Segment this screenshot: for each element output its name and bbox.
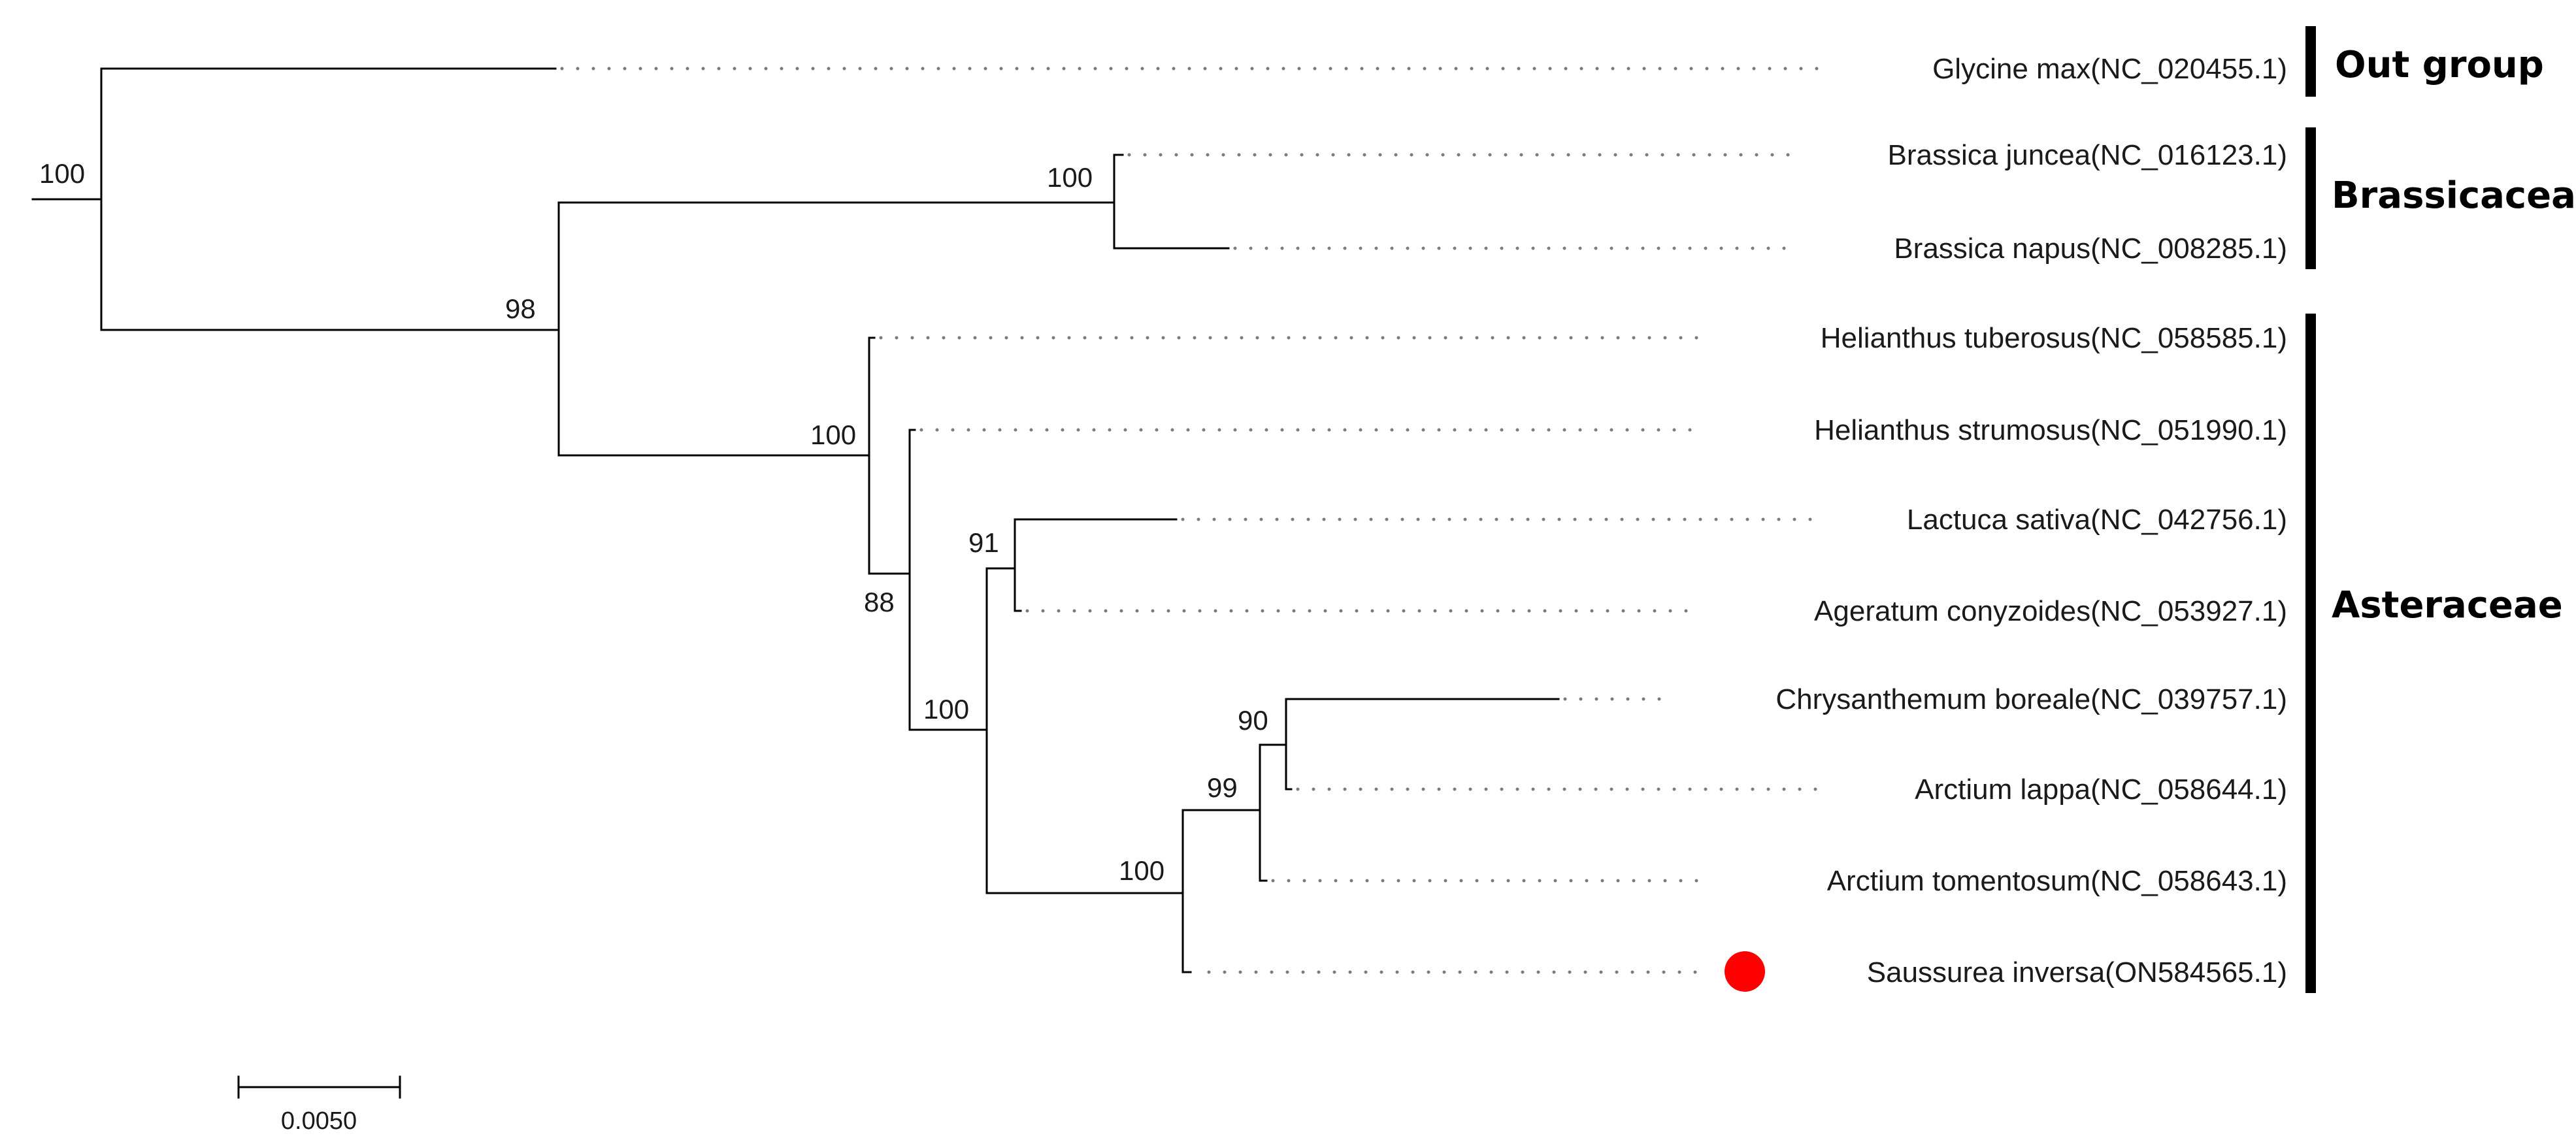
taxon-label: Helianthus strumosus(NC_051990.1) bbox=[1814, 414, 2287, 446]
group-label-outgroup: Out group bbox=[2335, 44, 2544, 86]
tree-branches bbox=[31, 67, 1560, 973]
highlight-marker-dot bbox=[1725, 951, 1765, 992]
support-value: 88 bbox=[864, 587, 895, 617]
support-value: 100 bbox=[39, 158, 85, 189]
taxon-label: Chrysanthemum boreale(NC_039757.1) bbox=[1775, 683, 2287, 715]
support-value: 100 bbox=[1047, 162, 1093, 193]
group-label-asteraceae: Asteraceae bbox=[2332, 584, 2563, 627]
taxon-label: Arctium tomentosum(NC_058643.1) bbox=[1827, 865, 2287, 897]
support-value: 90 bbox=[1238, 705, 1268, 736]
support-value: 100 bbox=[1119, 855, 1164, 886]
taxon-labels: Glycine max(NC_020455.1) Brassica juncea… bbox=[1775, 53, 2287, 988]
taxon-label: Lactuca sativa(NC_042756.1) bbox=[1907, 504, 2287, 536]
taxon-label: Glycine max(NC_020455.1) bbox=[1932, 53, 2287, 85]
support-value: 100 bbox=[923, 694, 969, 725]
taxon-label: Arctium lappa(NC_058644.1) bbox=[1915, 774, 2287, 806]
group-annotations: Out group Brassicaceae Asteraceae bbox=[2305, 26, 2576, 993]
support-value: 91 bbox=[968, 527, 999, 558]
group-label-brassicaceae: Brassicaceae bbox=[2332, 174, 2576, 217]
taxon-label: Brassica napus(NC_008285.1) bbox=[1894, 233, 2287, 265]
support-value: 99 bbox=[1207, 772, 1238, 803]
taxon-label: Brassica juncea(NC_016123.1) bbox=[1888, 139, 2287, 171]
taxon-label: Helianthus tuberosus(NC_058585.1) bbox=[1821, 322, 2287, 354]
support-value: 100 bbox=[810, 419, 856, 450]
support-value: 98 bbox=[505, 293, 536, 324]
scale-bar: 0.0050 bbox=[237, 1075, 401, 1135]
scale-bar-line bbox=[237, 1075, 401, 1099]
taxon-label: Ageratum conyzoides(NC_053927.1) bbox=[1814, 595, 2287, 627]
scale-bar-label: 0.0050 bbox=[281, 1107, 357, 1135]
taxon-label: Saussurea inversa(ON584565.1) bbox=[1867, 956, 2287, 988]
leader-lines bbox=[560, 67, 1832, 974]
support-values: 100 100 98 100 88 91 100 90 99 100 bbox=[39, 158, 1268, 886]
